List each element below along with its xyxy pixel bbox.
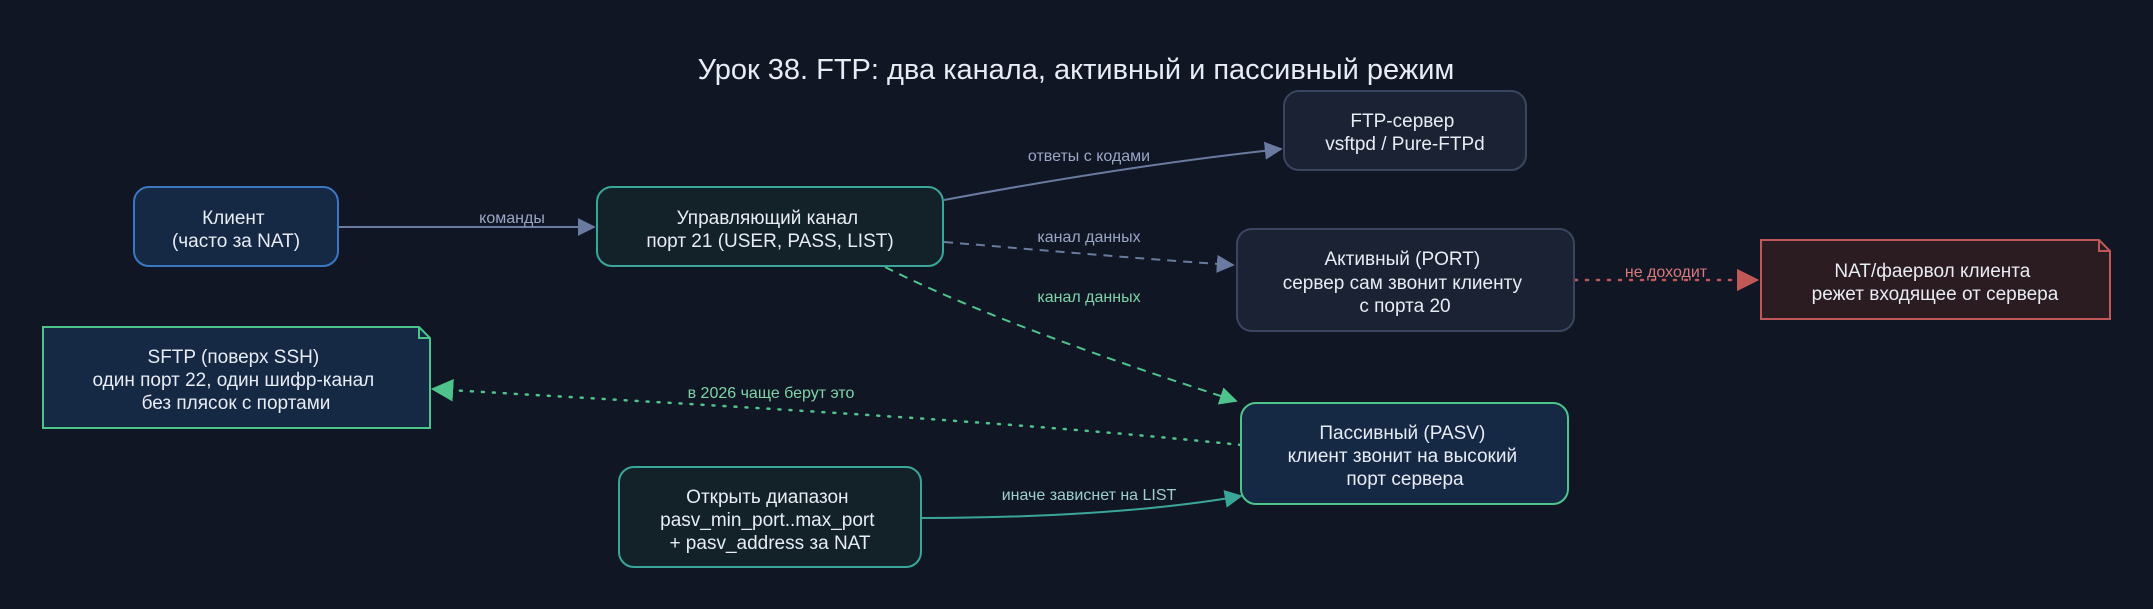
- node-range-line-3: + pasv_address за NAT: [669, 533, 870, 554]
- node-active-line-2: сервер сам звонит клиенту: [1283, 273, 1523, 294]
- svg-text:Клиент (часто за NAT): Клиент (часто за NAT): [172, 208, 300, 252]
- svg-text:Открыть диапазон pasv_mi: Открыть диапазон pasv_min_port..max_port…: [660, 487, 880, 554]
- svg-text:SFTP (поверх SSH) один п: SFTP (поверх SSH) один порт 22, один шиф…: [92, 347, 379, 414]
- node-passive-line-1: Пассивный (PASV): [1319, 423, 1485, 444]
- node-sftp-line-3: без плясок с портами: [142, 393, 331, 414]
- node-open-range: Открыть диапазон pasv_min_port..max_port…: [618, 466, 922, 568]
- edge-label-active-nat: не доходит: [1625, 264, 1708, 281]
- edge-range-passive: [921, 489, 1243, 519]
- node-control-channel: Управляющий канал порт 21 (USER, PASS, L…: [596, 186, 944, 267]
- node-client-line-2: (часто за NAT): [172, 231, 300, 252]
- edges: команды ответы с кодами канал данных кан…: [338, 141, 1760, 519]
- node-sftp: SFTP (поверх SSH) один порт 22, один шиф…: [42, 326, 431, 429]
- node-active-line-1: Активный (PORT): [1324, 249, 1480, 270]
- node-range-line-2: pasv_min_port..max_port: [660, 510, 875, 531]
- node-active-mode: Активный (PORT) сервер сам звонит клиент…: [1236, 228, 1575, 332]
- node-nat-line-2: режет входящее от сервера: [1812, 284, 2059, 305]
- edge-control-server: [943, 141, 1283, 201]
- edge-label-client-control: команды: [479, 210, 545, 227]
- node-ftp-server: FTP-сервер vsftpd / Pure-FTPd: [1283, 90, 1527, 171]
- node-passive-line-3: порт сервера: [1346, 469, 1464, 490]
- edge-label-control-passive: канал данных: [1037, 289, 1140, 306]
- svg-text:Активный (PORT) сервер с: Активный (PORT) сервер сам звонит клиент…: [1283, 249, 1528, 317]
- node-sftp-line-2: один порт 22, один шифр-канал: [92, 370, 374, 391]
- node-active-line-3: с порта 20: [1359, 296, 1450, 317]
- node-nat-line-1: NAT/фаервол клиента: [1834, 261, 2030, 282]
- node-client-line-1: Клиент: [202, 208, 265, 229]
- svg-text:Пассивный (PASV) клиент: Пассивный (PASV) клиент звонит на высоки…: [1288, 423, 1523, 490]
- node-server-line-1: FTP-сервер: [1350, 111, 1454, 132]
- node-control-line-1: Управляющий канал: [677, 208, 859, 229]
- page-title: Урок 38. FTP: два канала, активный и пас…: [698, 54, 1455, 86]
- node-server-line-2: vsftpd / Pure-FTPd: [1325, 134, 1484, 155]
- edge-label-passive-sftp: в 2026 чаще берут это: [688, 385, 855, 402]
- node-control-line-2: порт 21 (USER, PASS, LIST): [646, 231, 893, 252]
- edge-label-control-active: канал данных: [1037, 229, 1140, 246]
- edge-passive-sftp: [430, 378, 1243, 447]
- svg-text:Управляющий канал порт 2: Управляющий канал порт 21 (USER, PASS, L…: [646, 208, 893, 252]
- node-range-line-1: Открыть диапазон: [686, 487, 848, 508]
- svg-text:NAT/фаервол клиента реже: NAT/фаервол клиента режет входящее от се…: [1812, 261, 2059, 305]
- edge-control-active: [943, 241, 1235, 273]
- svg-text:FTP-сервер vsftpd / Pure: FTP-сервер vsftpd / Pure-FTPd: [1325, 111, 1484, 155]
- node-nat-firewall: NAT/фаервол клиента режет входящее от се…: [1760, 239, 2111, 320]
- node-sftp-line-1: SFTP (поверх SSH): [148, 347, 320, 368]
- node-passive-mode: Пассивный (PASV) клиент звонит на высоки…: [1240, 402, 1569, 505]
- edge-control-passive: [884, 266, 1238, 405]
- node-passive-line-2: клиент звонит на высокий: [1288, 446, 1517, 467]
- edge-label-control-server: ответы с кодами: [1028, 148, 1150, 165]
- edge-label-range-passive: иначе зависнет на LIST: [1002, 487, 1177, 504]
- node-client: Клиент (часто за NAT): [133, 186, 339, 267]
